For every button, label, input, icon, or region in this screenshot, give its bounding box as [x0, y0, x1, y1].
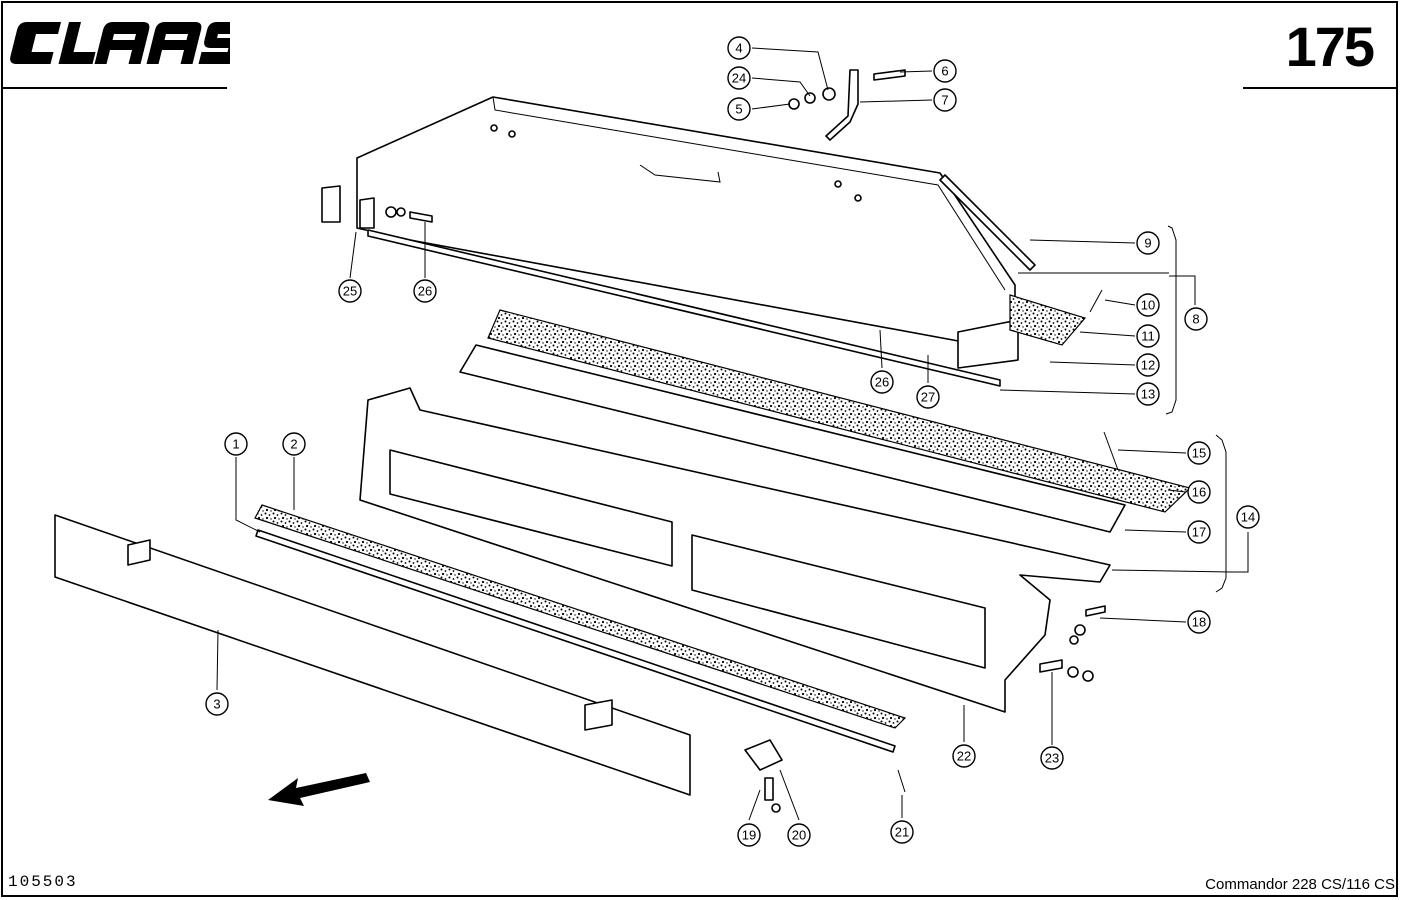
callout-11: 11 [1136, 324, 1160, 348]
svg-text:8: 8 [1192, 312, 1199, 327]
callout-3: 3 [205, 692, 229, 716]
callout-5: 5 [727, 97, 751, 121]
claas-logo [10, 22, 230, 64]
upper-cover-assembly [321, 96, 1019, 369]
callout-24: 24 [727, 66, 751, 90]
callout-9: 9 [1136, 231, 1160, 255]
callout-17: 17 [1187, 520, 1211, 544]
svg-text:20: 20 [792, 828, 806, 843]
callout-22: 22 [952, 744, 976, 768]
svg-text:1: 1 [232, 437, 239, 452]
svg-text:5: 5 [735, 102, 742, 117]
sheet-number: 175 [1285, 15, 1375, 78]
svg-text:9: 9 [1144, 236, 1151, 251]
callout-26-left: 26 [413, 279, 437, 303]
callout-2: 2 [282, 432, 306, 456]
svg-text:26: 26 [418, 284, 432, 299]
strip-1 [255, 529, 896, 753]
callout-14: 14 [1236, 505, 1260, 529]
header-rule-right [1243, 87, 1398, 89]
svg-text:22: 22 [957, 749, 971, 764]
callout-26-right: 26 [870, 370, 894, 394]
clip-20 [744, 739, 783, 813]
svg-text:10: 10 [1141, 298, 1155, 313]
callout-4: 4 [727, 36, 751, 60]
front-panel-3 [54, 514, 691, 796]
callout-8: 8 [1184, 307, 1208, 331]
callout-10: 10 [1136, 293, 1160, 317]
svg-text:15: 15 [1192, 446, 1206, 461]
callout-1: 1 [224, 432, 248, 456]
screw-21 [897, 769, 906, 793]
svg-text:23: 23 [1045, 751, 1059, 766]
svg-text:6: 6 [941, 64, 948, 79]
housing-22 [359, 387, 1111, 713]
callout-20: 20 [787, 823, 811, 847]
svg-text:11: 11 [1141, 329, 1155, 344]
callout-27: 27 [916, 385, 940, 409]
lining-strip-2 [254, 504, 907, 729]
document-number: 105503 [8, 873, 78, 891]
svg-text:27: 27 [921, 390, 935, 405]
travel-direction-arrow-icon [268, 773, 370, 806]
header-rule-left [3, 87, 227, 89]
callout-19: 19 [737, 823, 761, 847]
callout-23: 23 [1040, 746, 1064, 770]
svg-text:26: 26 [875, 375, 889, 390]
svg-text:21: 21 [895, 825, 909, 840]
screw-15 [1103, 431, 1119, 471]
svg-text:7: 7 [941, 93, 948, 108]
svg-text:24: 24 [732, 71, 746, 86]
model-name: Commandor 228 CS/116 CS [1205, 876, 1395, 893]
svg-text:14: 14 [1241, 510, 1255, 525]
lining-11 [1009, 294, 1087, 346]
fasteners-18-23 [1039, 605, 1106, 682]
svg-text:13: 13 [1141, 387, 1155, 402]
svg-text:18: 18 [1192, 615, 1206, 630]
flap-9 [939, 174, 1036, 271]
callout-7: 7 [933, 88, 957, 112]
callout-21: 21 [890, 820, 914, 844]
svg-text:3: 3 [213, 697, 220, 712]
svg-text:12: 12 [1141, 358, 1155, 373]
callout-12: 12 [1136, 353, 1160, 377]
bracket-7 [788, 69, 906, 141]
callout-18: 18 [1187, 610, 1211, 634]
seal-strip-13 [367, 229, 1001, 387]
svg-text:4: 4 [735, 41, 742, 56]
leader-lines [216, 47, 1249, 821]
angle-strip-17 [459, 344, 1126, 533]
svg-text:17: 17 [1192, 525, 1206, 540]
callout-16: 16 [1187, 480, 1211, 504]
callout-15: 15 [1187, 441, 1211, 465]
svg-text:25: 25 [343, 284, 357, 299]
callout-6: 6 [933, 59, 957, 83]
svg-text:16: 16 [1192, 485, 1206, 500]
svg-text:2: 2 [290, 437, 297, 452]
lining-strip-16 [487, 309, 1192, 513]
screw-10 [1089, 289, 1103, 313]
svg-text:19: 19 [742, 828, 756, 843]
callout-25: 25 [338, 279, 362, 303]
callout-13: 13 [1136, 382, 1160, 406]
